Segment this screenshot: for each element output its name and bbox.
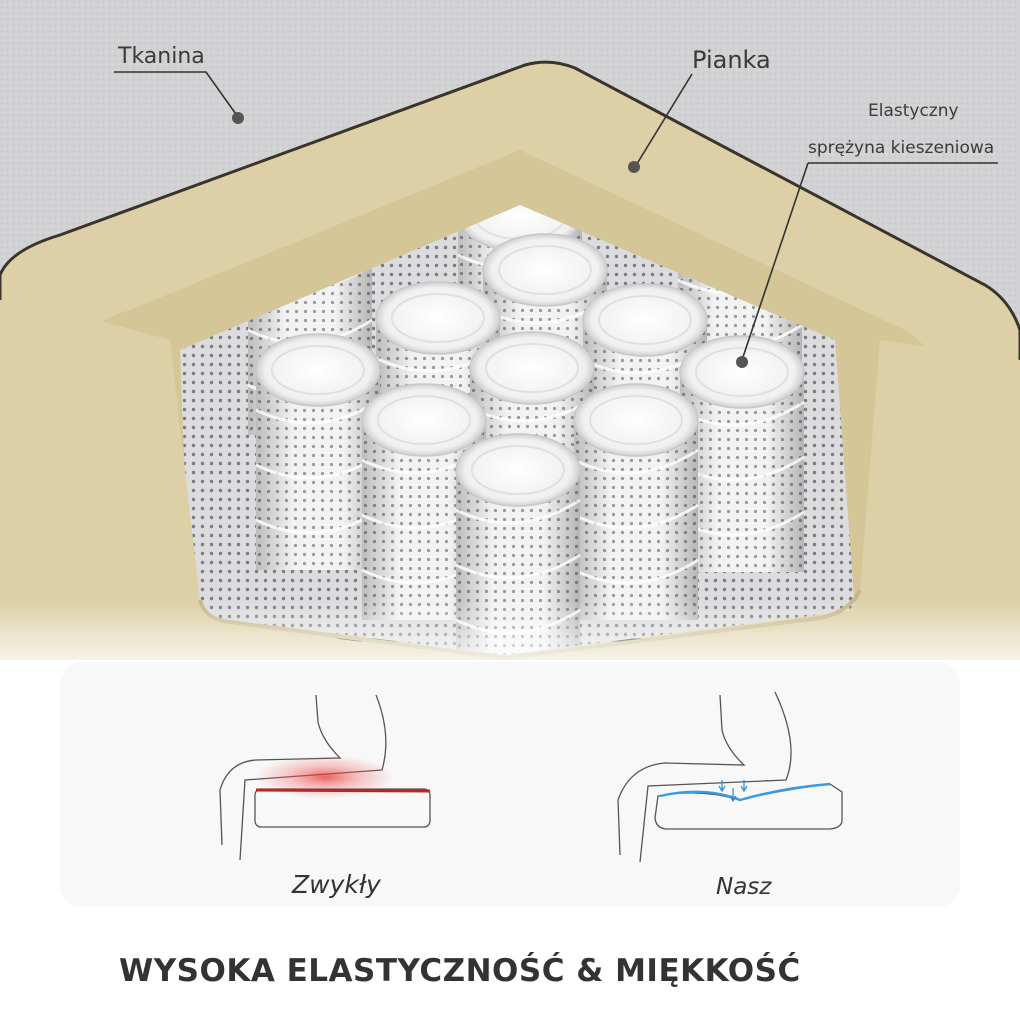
ours-caption: Nasz [716,874,772,900]
foam-label: Pianka [692,46,771,74]
regular-caption: Zwykły [292,870,381,899]
spring-label-line1: Elastyczny [868,101,959,121]
headline: WYSOKA ELASTYCZNOŚĆ & MIĘKKOŚĆ [119,953,801,989]
fabric-marker [232,112,244,124]
spring-label-line2: sprężyna kieszeniowa [808,138,995,158]
comparison-panel [60,662,960,907]
pressure-heat-icon [255,755,395,799]
fabric-label: Tkanina [118,44,205,69]
support-line [659,782,831,802]
pressure-line [255,788,431,793]
foam-marker [628,161,640,173]
label-leaders [114,71,998,361]
pressure-arrows-icon [718,780,748,803]
spring-marker [736,356,748,368]
